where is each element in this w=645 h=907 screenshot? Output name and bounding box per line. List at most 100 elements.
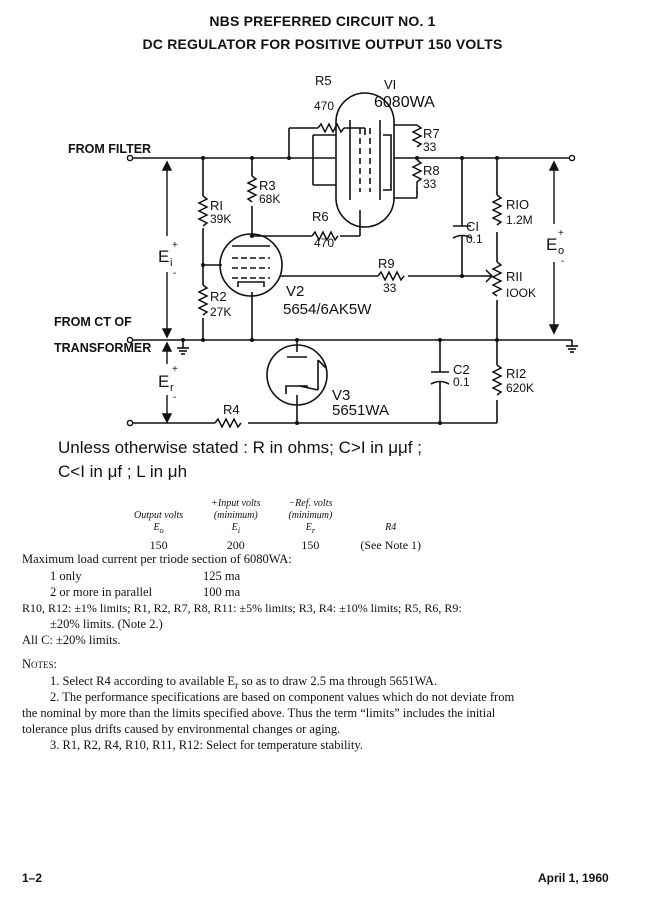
- r3-name: R3: [259, 178, 276, 193]
- tolerance-line-1: R10, R12: ±1% limits; R1, R2, R7, R8, R1…: [22, 601, 462, 615]
- spec-value-r4: (See Note 1): [360, 538, 422, 552]
- r3-zigzag: [246, 175, 258, 203]
- spec-header-reference: −Ref. volts (minimum) Er: [288, 498, 333, 535]
- ei-plus: +: [172, 240, 178, 251]
- r7-value: 33: [423, 140, 437, 154]
- r9-zigzag: [377, 270, 405, 282]
- spec-header-input: +Input volts (minimum) Ei: [211, 498, 261, 535]
- footer-date: April 1, 1960: [538, 871, 609, 885]
- eo-plus: +: [558, 228, 564, 239]
- capacitor-symbols: [430, 225, 472, 385]
- er-plus: +: [172, 364, 178, 375]
- r2-name: R2: [210, 289, 227, 304]
- c2-name: C2: [453, 362, 470, 377]
- note-2-line-3: tolerance plus drifts caused by environm…: [22, 722, 341, 736]
- note-3: 3. R1, R2, R4, R10, R11, R12: Select for…: [50, 738, 363, 752]
- eo-subscript: o: [558, 245, 564, 257]
- note-2-line-1: 2. The performance specifications are ba…: [50, 690, 515, 704]
- spec-value-output: 150: [149, 538, 168, 552]
- r5-zigzag: [317, 122, 345, 134]
- r11-name: RII: [506, 269, 523, 284]
- r8-zigzag: [411, 159, 423, 186]
- spec-value-reference: 150: [301, 538, 320, 552]
- er-label: E: [158, 372, 169, 391]
- r4-zigzag: [214, 417, 242, 429]
- junction-dots: [181, 156, 499, 425]
- r4-name: R4: [223, 402, 240, 417]
- r10-name: RIO: [506, 197, 529, 212]
- r12-name: RI2: [506, 366, 526, 381]
- v2-type: 5654/6AK5W: [283, 301, 372, 318]
- load-row-value: 125 ma: [203, 569, 241, 583]
- ei-subscript: i: [170, 257, 172, 269]
- ei-label: E: [158, 247, 169, 266]
- load-row-label: 1 only: [50, 569, 82, 583]
- from-ct-label: FROM CT OF: [54, 315, 132, 329]
- terminals: [126, 154, 576, 427]
- title-line-1: NBS PREFERRED CIRCUIT NO. 1: [209, 13, 436, 29]
- r5-value: 470: [314, 99, 334, 113]
- r2-value: 27K: [210, 305, 231, 319]
- v3-type: 5651WA: [332, 402, 389, 419]
- load-heading: Maximum load current per triode section …: [22, 552, 292, 566]
- c2-value: 0.1: [453, 375, 470, 389]
- wires: [130, 124, 578, 424]
- r1-name: RI: [210, 198, 223, 213]
- load-row-label: 2 or more in parallel: [50, 585, 153, 599]
- r8-value: 33: [423, 177, 437, 191]
- r2-zigzag: [197, 284, 209, 316]
- r10-zigzag: [491, 194, 503, 226]
- r12-zigzag: [491, 364, 503, 396]
- v1-type: 6080WA: [374, 94, 435, 111]
- v1-name: VI: [384, 77, 396, 92]
- c1-value: 0.1: [466, 232, 483, 246]
- er-subscript: r: [170, 382, 174, 394]
- from-filter-label: FROM FILTER: [68, 142, 151, 156]
- resistor-symbols: [197, 122, 503, 429]
- eo-minus: -: [561, 256, 564, 267]
- r6-name: R6: [312, 209, 329, 224]
- note-2-line-2: the nominal by more than the limits spec…: [22, 706, 496, 720]
- v2-tube-symbol: [219, 233, 283, 297]
- spec-header-r4: R4: [385, 522, 397, 533]
- r11-wiper-arrow: [485, 269, 494, 283]
- units-note-line-2: C<I in μf ; L in μh: [58, 462, 188, 481]
- note-1: 1. Select R4 according to available Er s…: [50, 674, 438, 692]
- r6-value: 470: [314, 236, 334, 250]
- c1-name: CI: [466, 219, 479, 234]
- r9-value: 33: [383, 281, 397, 295]
- page-number: 1–2: [22, 871, 43, 885]
- er-minus: -: [173, 392, 176, 403]
- tolerance-line-2: ±20% limits. (Note 2.): [50, 617, 163, 631]
- r8-name: R8: [423, 163, 440, 178]
- spec-value-input: 200: [226, 538, 245, 552]
- v3-name: V3: [332, 387, 350, 404]
- r7-name: R7: [423, 126, 440, 141]
- voltage-arrows: [161, 160, 560, 424]
- circuit-schematic: FROM FILTER FROM CT OF TRANSFORMER + E i…: [54, 73, 578, 429]
- v1-tube-symbol: [335, 92, 395, 228]
- title-line-2: DC REGULATOR FOR POSITIVE OUTPUT 150 VOL…: [142, 36, 503, 52]
- r10-value: 1.2M: [506, 213, 533, 227]
- spec-header-output: Output volts Eo: [134, 510, 184, 535]
- load-row-value: 100 ma: [203, 585, 241, 599]
- tolerance-line-3: All C: ±20% limits.: [22, 633, 121, 647]
- r1-value: 39K: [210, 212, 231, 226]
- r3-value: 68K: [259, 192, 280, 206]
- transformer-label: TRANSFORMER: [54, 341, 151, 355]
- v3-tube-symbol: [266, 344, 328, 406]
- r6-zigzag: [311, 230, 339, 242]
- notes-heading: Notes:: [22, 657, 57, 671]
- r7-zigzag: [411, 124, 423, 148]
- units-note-line-1: Unless otherwise stated : R in ohms; C>I…: [58, 438, 422, 457]
- voltage-spec-table: Output volts Eo +Input volts (minimum) E…: [120, 498, 435, 551]
- v2-name: V2: [286, 283, 304, 300]
- r1-zigzag: [197, 195, 209, 227]
- r11-zigzag: [491, 261, 503, 297]
- r11-value: IOOK: [506, 286, 536, 300]
- eo-label: E: [546, 235, 557, 254]
- ei-minus: -: [173, 268, 176, 279]
- r12-value: 620K: [506, 381, 534, 395]
- r9-name: R9: [378, 256, 395, 271]
- r5-name: R5: [315, 73, 332, 88]
